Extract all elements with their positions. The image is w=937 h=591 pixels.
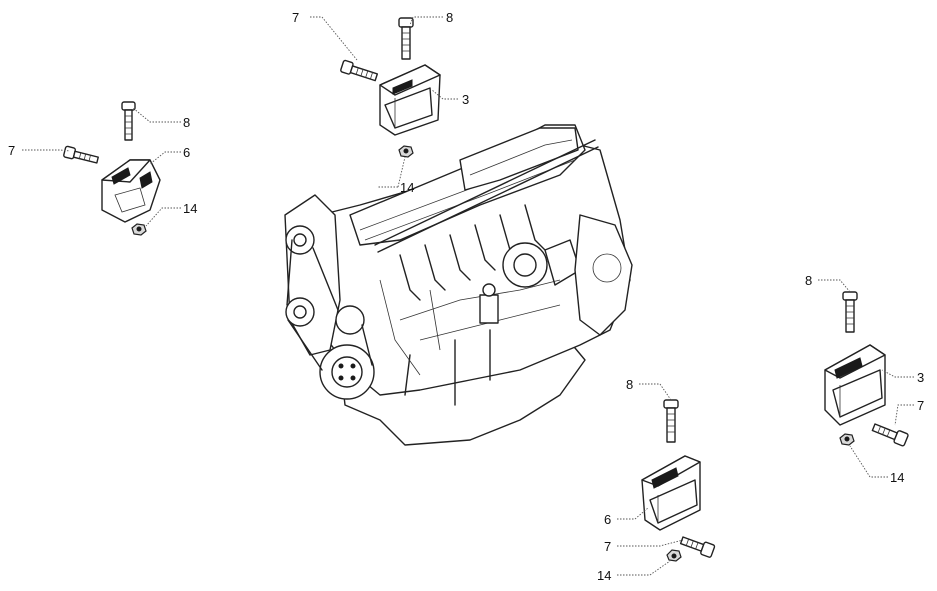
bottom-mount-assembly [641,399,716,562]
top-bolt-8 [398,17,414,60]
callout-right-bolt-8: 8 [805,273,812,288]
callout-bottom-nut-14: 14 [597,568,611,583]
callout-right-bracket-3: 3 [917,370,924,385]
callout-right-nut-14: 14 [890,470,904,485]
callout-top-bracket-3: 3 [462,92,469,107]
callout-bottom-bolt-8: 8 [626,377,633,392]
bottom-bolt-8 [663,399,679,443]
right-bolt-7 [871,423,909,447]
callout-top-bolt-7: 7 [292,10,299,25]
leader-lines [22,16,914,576]
left-nut-14 [131,223,147,236]
right-nut-14 [839,433,855,446]
right-mount-assembly [824,291,909,447]
right-bracket-3 [824,344,886,426]
top-bolt-7 [340,59,379,82]
left-bolt-8 [121,101,136,141]
left-bracket-6 [101,159,161,223]
left-bolt-7 [63,145,99,164]
callout-left-bolt-8: 8 [183,115,190,130]
callout-bottom-bracket-6: 6 [604,512,611,527]
callout-top-nut-14: 14 [400,180,414,195]
top-bracket-3 [379,64,441,136]
callout-top-bolt-8: 8 [446,10,453,25]
callout-bottom-bolt-7: 7 [604,539,611,554]
callout-left-nut-14: 14 [183,201,197,216]
top-nut-14 [398,145,414,158]
callout-left-bracket-6: 6 [183,145,190,160]
callout-labels: 7 8 3 14 8 7 6 14 8 3 7 14 8 6 7 14 [8,10,924,583]
engine-block [284,124,633,446]
callout-left-bolt-7: 7 [8,143,15,158]
bottom-bolt-7 [679,536,716,558]
top-mount-assembly [340,17,441,158]
bottom-nut-14 [666,549,682,562]
left-mount-assembly [63,101,161,236]
right-bolt-8 [842,291,858,333]
bottom-bracket-6 [641,455,701,531]
callout-right-bolt-7: 7 [917,398,924,413]
